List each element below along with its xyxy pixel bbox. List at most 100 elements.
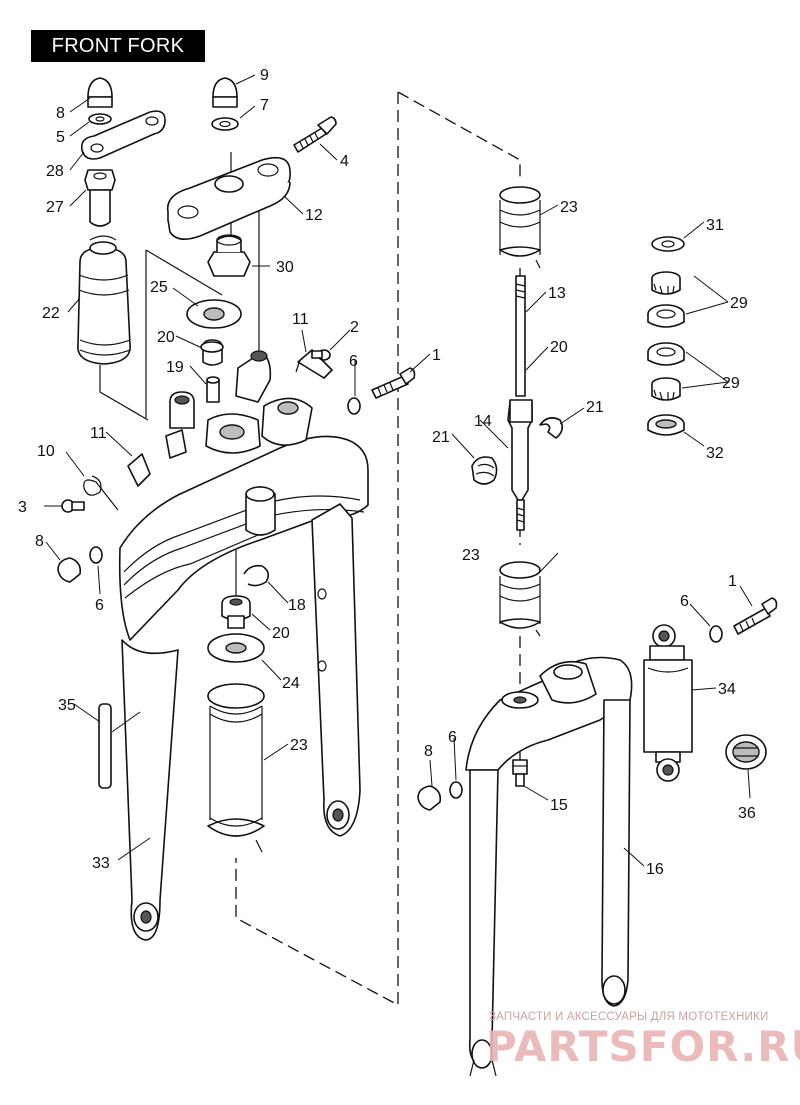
part-25-washer — [207, 633, 265, 663]
part-17-retaining-ring — [243, 564, 270, 587]
callout-20: 20 — [272, 625, 290, 642]
callout-6: 6 — [680, 593, 689, 610]
part-21-rod-clip — [471, 456, 498, 485]
part-20-bushing — [221, 595, 251, 629]
assembly-line — [99, 365, 149, 421]
part-22-rubber-boot — [77, 235, 131, 365]
callout-25: 24 — [282, 675, 300, 692]
callout-8: 8 — [35, 533, 44, 550]
callout-27: 27 — [46, 199, 64, 216]
part-16-rocker-fork — [465, 656, 633, 1077]
callout-14: 14 — [474, 413, 492, 430]
part-2-screw — [311, 349, 331, 361]
part-12-top-bracket — [166, 156, 291, 240]
part-36-emblem-badge — [725, 734, 767, 770]
part-23-spring-upper — [499, 186, 541, 269]
callout-12: 12 — [305, 207, 323, 224]
part-5-washer — [88, 113, 112, 125]
part-34-shock-absorber — [643, 624, 693, 782]
callout-30: 30 — [276, 259, 294, 276]
callout-29: 29 — [722, 375, 740, 392]
assembly-dash-line — [235, 92, 399, 1007]
callout-31: 31 — [706, 217, 724, 234]
leader-lines — [44, 74, 753, 867]
callout-6: 6 — [448, 729, 457, 746]
callout-36: 36 — [738, 805, 756, 822]
part-28-link-plate — [80, 110, 166, 160]
callout-8: 8 — [424, 743, 433, 760]
part-1-bolt — [733, 597, 778, 635]
callout-1: 1 — [728, 573, 737, 590]
part-14-damper-body — [507, 399, 533, 531]
callout-1: 1 — [432, 347, 441, 364]
watermark-tagline: ЗАПЧАСТИ И АКСЕССУАРЫ ДЛЯ МОТОТЕХНИКИ — [489, 1011, 769, 1023]
part-29-bearing-set — [647, 342, 685, 401]
part-19-sleeve — [206, 376, 220, 403]
part-6-washer — [89, 546, 103, 564]
part-11-spring-clip — [295, 349, 333, 379]
callout-24: 23 — [290, 737, 308, 754]
callout-17: 18 — [288, 597, 306, 614]
part-26-washer — [186, 299, 242, 329]
callout-6: 6 — [349, 353, 358, 370]
callout-26: 25 — [150, 279, 168, 296]
part-20-bushing — [200, 339, 224, 366]
part-10-spring-wire — [83, 475, 119, 511]
callout-2: 2 — [350, 319, 359, 336]
callout-11: 11 — [292, 311, 309, 328]
part-8-acorn-nut — [417, 785, 442, 811]
callout-7: 7 — [260, 97, 269, 114]
callout-35: 35 — [58, 697, 76, 714]
part-8-acorn-nut — [57, 557, 82, 583]
callout-18: 20 — [550, 339, 568, 356]
callout-15: 15 — [550, 797, 568, 814]
part-1-bolt — [371, 367, 416, 399]
part-30-steering-nut — [207, 234, 251, 277]
part-6-washer — [449, 781, 463, 799]
diagram-title: FRONT FORK — [31, 30, 205, 62]
callout-16: 16 — [646, 861, 664, 878]
part-11-spring-clip — [127, 453, 151, 487]
callout-29: 29 — [730, 295, 748, 312]
callout-23: 23 — [560, 199, 578, 216]
part-4-bolt — [293, 116, 337, 153]
part-3-screw — [61, 499, 85, 513]
callout-4: 4 — [340, 153, 349, 170]
callout-23: 23 — [462, 547, 480, 564]
part-13-damper-rod — [515, 275, 526, 397]
part-29-bearing-set — [647, 271, 685, 328]
callout-13: 13 — [548, 285, 566, 302]
part-33-fork-rocker-assembly — [118, 350, 369, 941]
callout-21: 21 — [432, 429, 450, 446]
callout-11: 11 — [90, 425, 107, 442]
callout-6: 6 — [95, 597, 104, 614]
part-31-washer — [651, 236, 685, 252]
assembly-dash-line — [397, 91, 521, 182]
callout-9: 9 — [260, 67, 269, 84]
part-9-acorn-nut — [212, 77, 238, 108]
part-6-washer — [709, 625, 723, 643]
part-32-bearing-cup — [647, 414, 685, 436]
part-35-reflector-strip — [98, 703, 112, 789]
callout-10: 10 — [37, 443, 55, 460]
callout-22: 22 — [42, 305, 60, 322]
callout-19: 19 — [166, 359, 184, 376]
part-27-stud — [84, 169, 116, 227]
part-24-coil-spring — [207, 683, 265, 853]
part-6-washer — [347, 397, 361, 415]
callout-3: 3 — [18, 499, 27, 516]
assembly-line — [145, 249, 223, 296]
callout-28: 28 — [46, 163, 64, 180]
callout-8: 8 — [56, 105, 65, 122]
callout-21: 21 — [586, 399, 604, 416]
callout-34: 34 — [718, 681, 736, 698]
part-7-washer — [211, 117, 239, 131]
callout-32: 32 — [706, 445, 724, 462]
callout-20: 20 — [157, 329, 175, 346]
callout-labels: 9 7 8 5 28 27 4 12 30 25 22 20 19 11 2 6… — [18, 67, 756, 878]
watermark-logo: PARTSFOR.RU — [486, 1022, 800, 1071]
part-21-rod-clip — [539, 417, 564, 439]
part-8-acorn-nut — [87, 77, 113, 108]
